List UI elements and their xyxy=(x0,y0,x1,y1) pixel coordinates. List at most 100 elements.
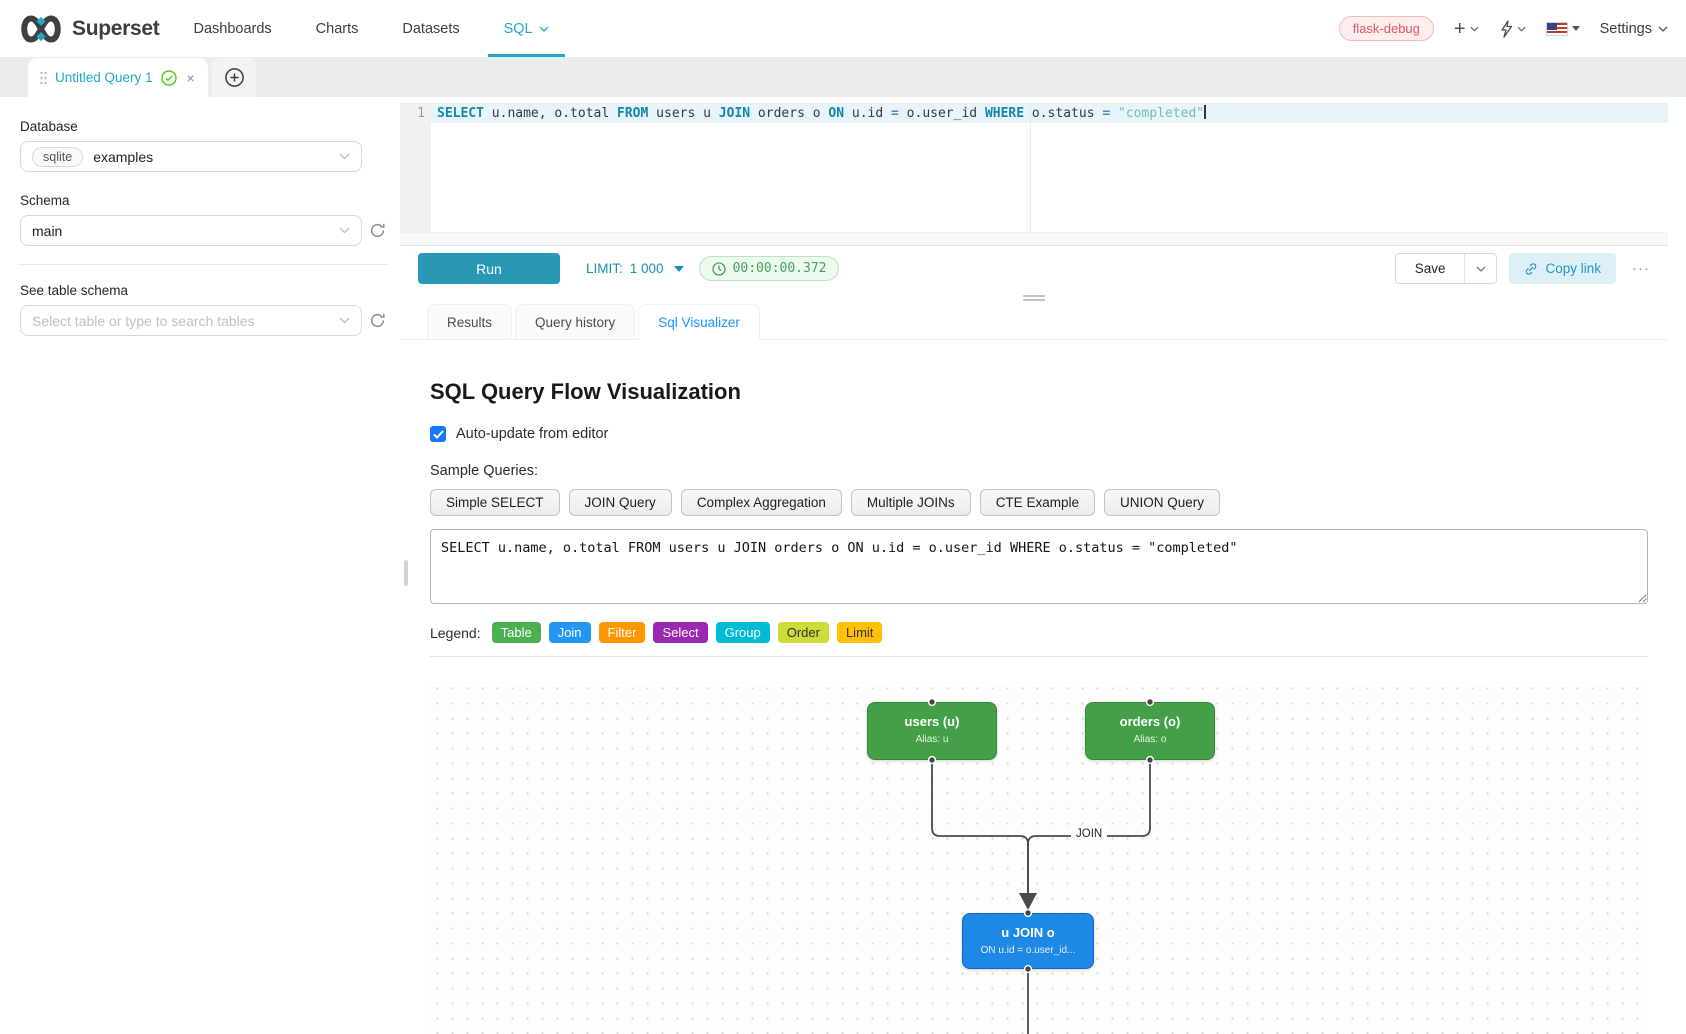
chevron-down-icon xyxy=(1476,266,1486,272)
table-select[interactable]: Select table or type to search tables xyxy=(20,305,362,336)
superset-brand[interactable]: Superset xyxy=(18,14,160,44)
refresh-tables-button[interactable] xyxy=(369,312,386,329)
legend-badge-join: Join xyxy=(548,622,591,643)
query-tab-active[interactable]: Untitled Query 1 × xyxy=(28,58,208,97)
add-query-tab-button[interactable] xyxy=(212,58,256,97)
chevron-down-icon xyxy=(339,227,350,234)
caret-down-icon xyxy=(1571,26,1580,31)
schema-value: main xyxy=(32,222,63,239)
chevron-down-icon xyxy=(1470,26,1479,32)
flow-node-join[interactable]: u JOIN o ON u.id = o.user_id... xyxy=(962,913,1094,969)
navbar-right: flask-debug + Settings xyxy=(1338,16,1668,41)
text-cursor xyxy=(1204,105,1207,119)
chevron-down-icon xyxy=(339,317,350,324)
sidebar-divider xyxy=(18,264,388,265)
limit-dropdown[interactable]: LIMIT: 1 000 xyxy=(586,261,684,276)
legend-badge-limit: Limit xyxy=(836,622,883,643)
query-flow-diagram[interactable]: JOIN users (u) Alias: u orders (o) Alias… xyxy=(430,681,1648,1034)
south-pane-resize-handle[interactable] xyxy=(1023,295,1045,301)
sql-visualizer-panel: SQL Query Flow Visualization Auto-update… xyxy=(400,379,1668,1034)
save-split-button: Save xyxy=(1394,253,1498,284)
nav-charts[interactable]: Charts xyxy=(315,20,359,37)
tab-query-history[interactable]: Query history xyxy=(515,304,636,339)
plus-icon: + xyxy=(1453,17,1466,40)
schema-label: Schema xyxy=(20,193,70,208)
nav-sql[interactable]: SQL xyxy=(487,0,565,57)
plus-circle-icon xyxy=(224,68,244,87)
auto-update-checkbox[interactable] xyxy=(430,426,446,442)
sql-editor[interactable]: 1 SELECT u.name, o.total FROM users u JO… xyxy=(400,103,1668,246)
table-schema-label: See table schema xyxy=(20,283,129,298)
timer-value: 00:00:00.372 xyxy=(732,261,827,276)
limit-value: 1 000 xyxy=(629,261,664,276)
query-search-dropdown[interactable] xyxy=(1499,19,1526,38)
nav-datasets[interactable]: Datasets xyxy=(402,20,460,37)
table-select-placeholder: Select table or type to search tables xyxy=(32,312,255,329)
query-tab-title: Untitled Query 1 xyxy=(55,70,153,85)
save-dropdown-button[interactable] xyxy=(1464,254,1496,283)
top-navbar: Superset Dashboards Charts Datasets SQL … xyxy=(0,0,1686,58)
clock-icon xyxy=(711,261,726,276)
legend-label: Legend: xyxy=(430,624,481,641)
sample-cte-example-button[interactable]: CTE Example xyxy=(979,489,1095,516)
chevron-down-icon xyxy=(1517,26,1526,32)
new-item-dropdown[interactable]: + xyxy=(1454,19,1479,39)
save-button[interactable]: Save xyxy=(1396,254,1465,283)
sidebar-resize-handle[interactable] xyxy=(404,560,408,586)
database-label: Database xyxy=(20,119,78,134)
legend-badge-select: Select xyxy=(653,622,708,643)
more-actions-button[interactable]: ··· xyxy=(1632,260,1650,277)
sample-query-buttons: Simple SELECT JOIN Query Complex Aggrega… xyxy=(430,489,1650,516)
refresh-schemas-button[interactable] xyxy=(369,222,386,239)
editor-print-margin xyxy=(1030,104,1031,245)
sample-simple-select-button[interactable]: Simple SELECT xyxy=(430,489,560,516)
legend-badge-order: Order xyxy=(777,622,829,643)
run-button[interactable]: Run xyxy=(418,253,560,284)
sqllab-sidebar: Database sqlite examples Schema main See… xyxy=(0,97,400,336)
sample-union-query-button[interactable]: UNION Query xyxy=(1103,489,1220,516)
chevron-down-icon xyxy=(539,26,549,32)
chevron-down-icon xyxy=(1658,26,1668,32)
refresh-icon xyxy=(370,313,385,328)
flow-node-orders[interactable]: orders (o) Alias: o xyxy=(1085,702,1215,760)
language-picker[interactable] xyxy=(1545,21,1580,36)
sqllab-main-pane: 1 SELECT u.name, o.total FROM users u JO… xyxy=(400,97,1668,1034)
south-pane-tabs: Results Query history Sql Visualizer xyxy=(400,304,1668,340)
editor-active-line xyxy=(431,104,1668,123)
legend-badge-table: Table xyxy=(491,622,541,643)
content-divider xyxy=(430,656,1648,657)
settings-menu[interactable]: Settings xyxy=(1600,21,1668,37)
tab-sql-visualizer[interactable]: Sql Visualizer xyxy=(638,304,760,340)
schema-select[interactable]: main xyxy=(20,215,362,246)
page-title: SQL Query Flow Visualization xyxy=(430,379,741,404)
sample-join-query-button[interactable]: JOIN Query xyxy=(568,489,672,516)
database-select[interactable]: sqlite examples xyxy=(20,141,362,172)
us-flag-icon xyxy=(1545,21,1568,36)
caret-down-icon xyxy=(673,265,684,272)
database-engine-badge: sqlite xyxy=(32,146,84,167)
legend-badge-group: Group xyxy=(715,622,770,643)
query-input-textarea[interactable]: SELECT u.name, o.total FROM users u JOIN… xyxy=(430,529,1648,604)
drag-grip-icon xyxy=(40,71,47,84)
main-nav: Dashboards Charts Datasets SQL xyxy=(193,0,565,57)
chevron-down-icon xyxy=(339,153,350,160)
legend: Legend: Table Join Filter Select Group O… xyxy=(430,622,1650,643)
nav-dashboards[interactable]: Dashboards xyxy=(193,20,272,37)
sample-complex-aggregation-button[interactable]: Complex Aggregation xyxy=(680,489,842,516)
close-icon[interactable]: × xyxy=(186,69,195,86)
saved-check-icon xyxy=(160,69,177,86)
sample-queries-label: Sample Queries: xyxy=(430,463,538,479)
brand-name: Superset xyxy=(72,16,160,40)
flow-node-users[interactable]: users (u) Alias: u xyxy=(867,702,997,760)
query-tab-strip: Untitled Query 1 × xyxy=(0,58,1686,97)
copy-link-button[interactable]: Copy link xyxy=(1509,253,1616,284)
tab-results[interactable]: Results xyxy=(427,304,513,339)
limit-label: LIMIT: xyxy=(586,261,623,276)
sample-multiple-joins-button[interactable]: Multiple JOINs xyxy=(850,489,971,516)
flow-edges xyxy=(927,697,1155,1034)
editor-scrollbar[interactable] xyxy=(400,232,1668,245)
legend-badge-filter: Filter xyxy=(598,622,646,643)
auto-update-toggle[interactable]: Auto-update from editor xyxy=(430,426,1650,442)
refresh-icon xyxy=(370,223,385,238)
environment-badge: flask-debug xyxy=(1338,16,1434,41)
